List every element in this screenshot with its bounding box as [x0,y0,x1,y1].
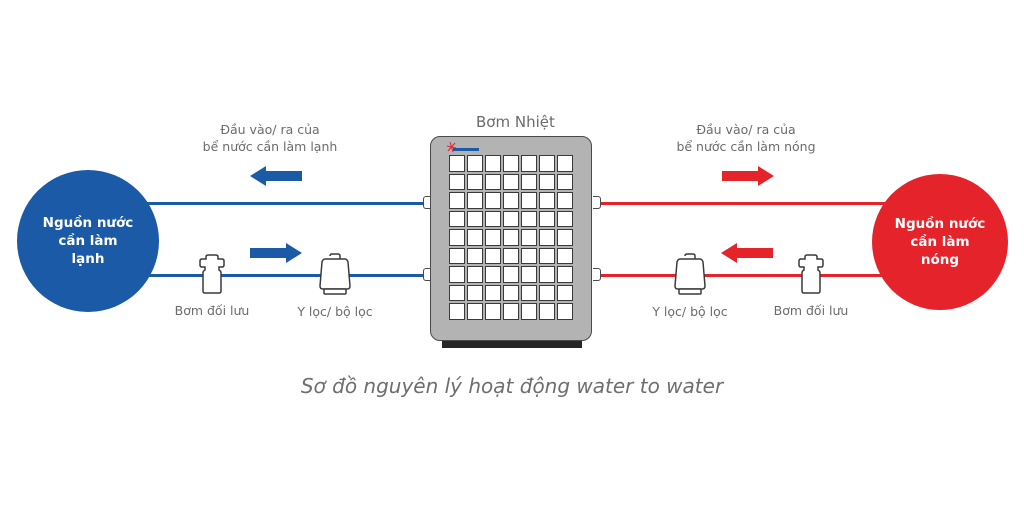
grid-cell [557,229,573,246]
grid-cell [485,266,501,283]
hot-water-source: Nguồn nước cần làm nóng [872,174,1008,310]
hot-return-pipe [600,274,890,277]
grid-cell [557,192,573,209]
grid-cell [449,155,465,172]
grid-cell [521,229,537,246]
grid-cell [521,266,537,283]
hot-io-label: Đầu vào/ ra của bể nước cần làm nóng [676,122,816,154]
grid-cell [485,229,501,246]
hot-bottom-arrow-left-icon [721,243,773,263]
grid-cell [485,284,501,301]
cold-source-label: Nguồn nước cần làm lạnh [42,215,134,267]
grid-cell [449,303,465,320]
grid-cell [467,192,483,209]
hot-top-arrow-right-icon [722,166,774,186]
grid-cell [539,210,555,227]
grid-cell [485,303,501,320]
hot-supply-pipe [600,202,890,205]
diagram-caption: Sơ đồ nguyên lý hoạt động water to water [300,374,724,398]
grid-cell [557,266,573,283]
grid-cell [557,247,573,264]
grid-cell [467,210,483,227]
grid-cell [485,155,501,172]
grid-cell [539,192,555,209]
grid-cell [485,173,501,190]
grid-cell [521,303,537,320]
grid-cell [539,155,555,172]
grid-cell [521,192,537,209]
hot-pump-label: Bơm đối lưu [773,303,849,318]
grid-cell [467,247,483,264]
grid-cell [485,247,501,264]
cold-filter-label: Y lọc/ bộ lọc [297,304,373,319]
cold-water-source: Nguồn nước cần làm lạnh [17,170,159,312]
grid-cell [521,155,537,172]
grid-cell [485,210,501,227]
hot-top-connector [593,196,601,209]
cold-supply-pipe [140,202,424,205]
grid-cell [503,284,519,301]
grid-cell [467,266,483,283]
grid-cell [539,266,555,283]
grid-cell [557,155,573,172]
grid-cell [503,155,519,172]
grid-cell [539,247,555,264]
grid-cell [521,284,537,301]
grid-cell [503,266,519,283]
grid-cell [449,247,465,264]
heat-exchanger-grid [449,155,573,320]
grid-cell [557,303,573,320]
grid-cell [521,173,537,190]
grid-cell [503,173,519,190]
grid-cell [539,173,555,190]
hot-filter-icon [674,253,706,295]
heat-pump-title: Bơm Nhiệt [476,113,555,131]
cold-filter-icon [319,253,351,295]
grid-cell [539,229,555,246]
cold-bottom-connector [423,268,431,281]
grid-cell [557,173,573,190]
grid-cell [557,210,573,227]
cold-return-pipe [140,274,424,277]
cold-pump-label: Bơm đối lưu [174,303,250,318]
hot-source-label: Nguồn nước cần làm nóng [894,216,986,268]
grid-cell [467,303,483,320]
grid-cell [449,192,465,209]
grid-cell [449,284,465,301]
grid-cell [449,266,465,283]
grid-cell [449,210,465,227]
cold-top-connector [423,196,431,209]
grid-cell [449,229,465,246]
grid-cell [485,192,501,209]
grid-cell [467,155,483,172]
cold-io-label: Đầu vào/ ra của bể nước cần làm lạnh [202,122,338,154]
cold-top-arrow-left-icon [250,166,302,186]
grid-cell [449,173,465,190]
grid-cell [467,229,483,246]
grid-cell [539,284,555,301]
grid-cell [503,192,519,209]
grid-cell [539,303,555,320]
cold-bottom-arrow-right-icon [250,243,302,263]
cold-circulation-pump-icon [199,254,225,294]
grid-cell [503,229,519,246]
hot-bottom-connector [593,268,601,281]
grid-cell [503,303,519,320]
grid-cell [503,247,519,264]
grid-cell [467,284,483,301]
brand-logo-icon [446,141,479,153]
grid-cell [521,247,537,264]
grid-cell [467,173,483,190]
grid-cell [503,210,519,227]
grid-cell [521,210,537,227]
heat-pump-base [442,341,582,348]
grid-cell [557,284,573,301]
hot-circulation-pump-icon [798,254,824,294]
hot-filter-label: Y lọc/ bộ lọc [652,304,728,319]
